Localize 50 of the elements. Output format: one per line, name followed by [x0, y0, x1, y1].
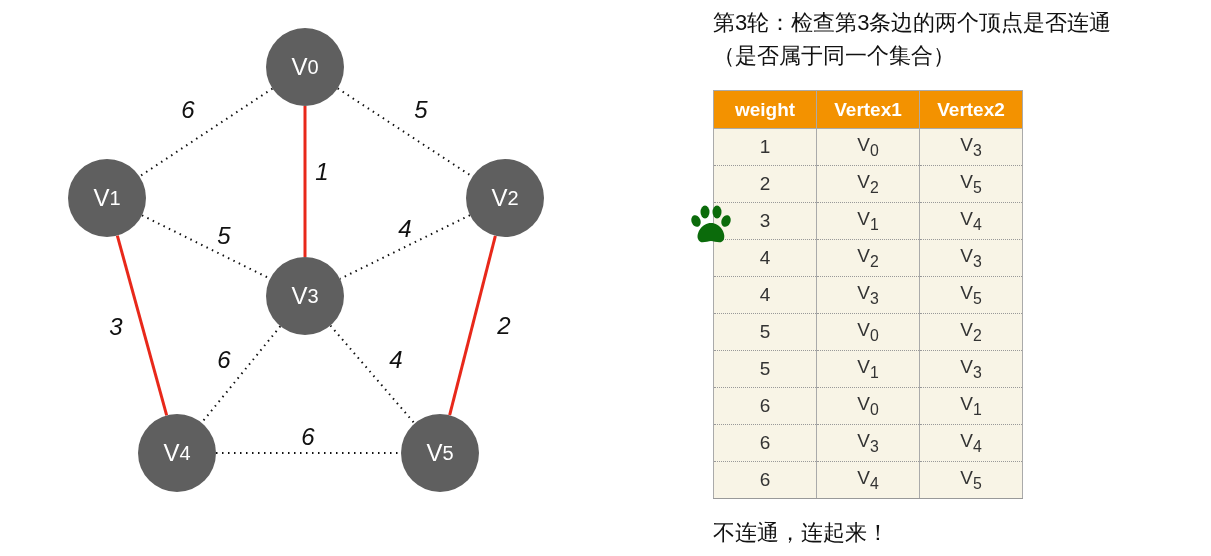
edge-label: 1 [315, 158, 329, 186]
dotted-edge [200, 325, 282, 424]
table-cell: V$_{3}$ [816, 276, 920, 314]
edge-label: 6 [301, 423, 315, 451]
edge-label: 4 [398, 215, 412, 243]
table-header-cell: Vertex2 [919, 90, 1023, 129]
highlighted-edge [115, 235, 169, 416]
edge-label: 4 [389, 346, 403, 374]
edge-label: 2 [497, 312, 511, 340]
edge-label: 3 [109, 313, 123, 341]
table-cell: 6 [713, 424, 817, 462]
table-cell: V$_{4}$ [919, 202, 1023, 240]
table-header-cell: Vertex1 [816, 90, 920, 129]
dotted-edge [138, 87, 274, 178]
title: 第3轮：检查第3条边的两个顶点是否连通（是否属于同一个集合） [713, 9, 1113, 70]
table-cell: V$_{4}$ [816, 461, 920, 499]
table-cell: 6 [713, 461, 817, 499]
caption: 不连通，连起来！ [713, 519, 889, 547]
table-cell: V$_{1}$ [816, 202, 920, 240]
table-cell: 2 [713, 165, 817, 203]
table-cell: V$_{0}$ [816, 387, 920, 425]
table-cell: V$_{3}$ [816, 424, 920, 462]
table-cell: V$_{1}$ [816, 350, 920, 388]
table-cell: V$_{5}$ [919, 165, 1023, 203]
edge-label: 5 [217, 222, 231, 250]
table-cell: 5 [713, 350, 817, 388]
table-cell: V$_{4}$ [919, 424, 1023, 462]
table-cell: 5 [713, 313, 817, 351]
table-cell: 6 [713, 387, 817, 425]
table-cell: V$_{5}$ [919, 276, 1023, 314]
table-cell: 4 [713, 239, 817, 277]
table-cell: V$_{5}$ [919, 461, 1023, 499]
table-cell: V$_{1}$ [919, 387, 1023, 425]
table-cell: V$_{2}$ [816, 239, 920, 277]
edge-label: 5 [414, 96, 428, 124]
table-cell: V$_{3}$ [919, 128, 1023, 166]
table-cell: 1 [713, 128, 817, 166]
edge-label: 6 [217, 346, 231, 374]
table-cell: V$_{0}$ [816, 313, 920, 351]
dotted-edge [329, 324, 416, 425]
table-cell: V$_{3}$ [919, 239, 1023, 277]
highlighted-edge [303, 106, 307, 257]
highlighted-edge [448, 235, 497, 416]
table-cell: V$_{0}$ [816, 128, 920, 166]
table-cell: V$_{3}$ [919, 350, 1023, 388]
table-header-cell: weight [713, 90, 817, 129]
table-cell: V$_{2}$ [919, 313, 1023, 351]
table-cell: 4 [713, 276, 817, 314]
edge-label: 6 [181, 96, 195, 124]
table-cell: V$_{2}$ [816, 165, 920, 203]
